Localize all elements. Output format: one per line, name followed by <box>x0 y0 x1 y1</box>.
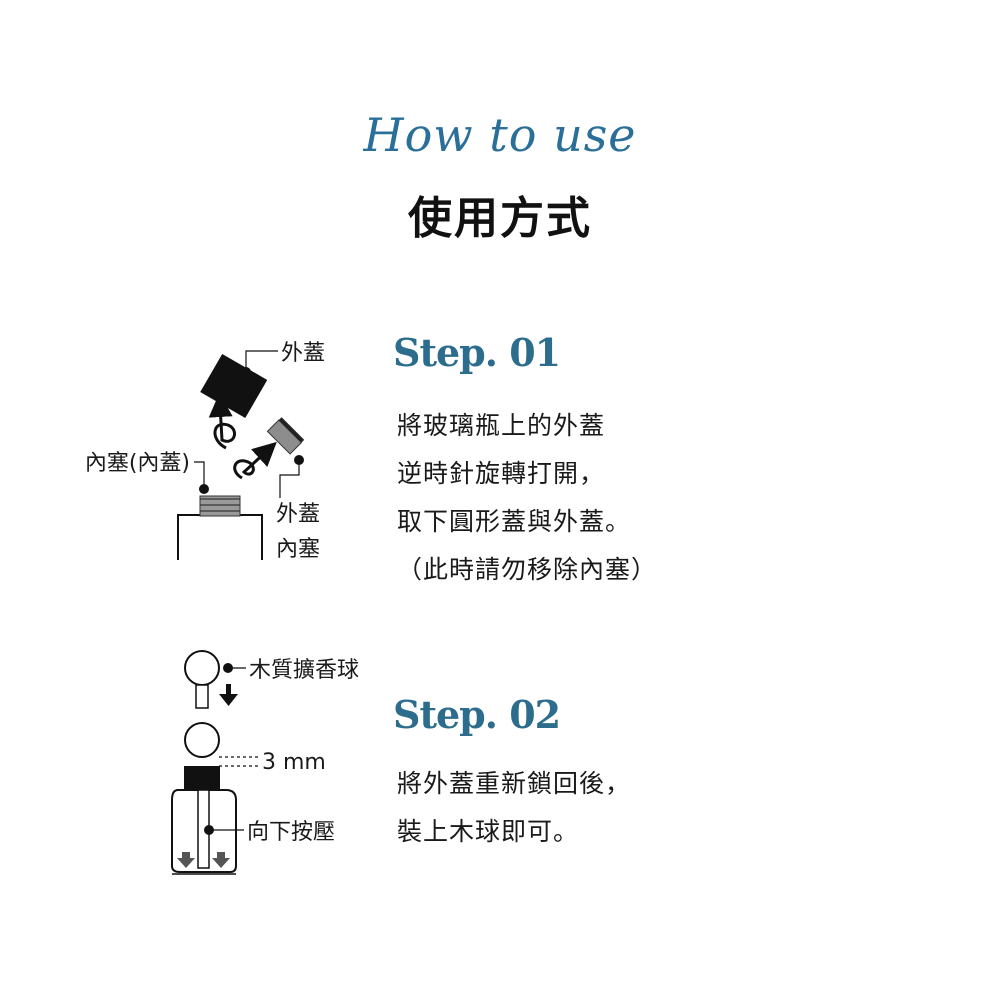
step-02-diagram: 木質擴香球 3 mm 向下按壓 <box>171 650 359 875</box>
down-arrow-icon <box>212 852 230 868</box>
down-arrow-icon <box>177 852 195 868</box>
bottle-body <box>177 514 263 560</box>
label-gap: 3 mm <box>262 750 326 775</box>
down-arrow-icon <box>219 694 238 706</box>
rotate-arrow-icon <box>233 441 277 480</box>
wooden-ball-icon <box>184 722 220 758</box>
outer-cap-icon <box>184 766 220 790</box>
step-01-line: 取下圓形蓋與外蓋。 <box>397 507 632 536</box>
step-02-heading: Step. 02 <box>393 692 561 737</box>
rotate-arrow-icon <box>208 393 237 450</box>
step-02-line: 裝上木球即可。 <box>397 817 580 846</box>
outer-cap-icon <box>200 353 268 419</box>
page-title: 使用方式 <box>408 193 592 244</box>
label-outer-cap-2: 外蓋 <box>276 502 320 527</box>
step-01-line: 將玻璃瓶上的外蓋 <box>397 411 606 440</box>
step-01-line: （此時請勿移除內塞） <box>397 555 658 584</box>
label-press-down: 向下按壓 <box>247 820 335 845</box>
inner-cap-icon <box>266 417 305 455</box>
step-02-text: 將外蓋重新鎖回後， 裝上木球即可。 <box>397 760 631 856</box>
bottle-neck-thread <box>199 495 241 517</box>
label-inner-plug: 內塞(內蓋) <box>85 451 190 476</box>
label-outer-cap: 外蓋 <box>281 341 325 366</box>
step-02-line: 將外蓋重新鎖回後， <box>397 769 632 798</box>
step-01-heading: Step. 01 <box>393 330 561 375</box>
step-01-line: 逆時針旋轉打開， <box>397 459 606 488</box>
step-01-diagram: 外蓋 內塞(內蓋) 外蓋 內塞 <box>85 341 325 562</box>
script-title: How to use <box>363 108 637 162</box>
label-wooden-ball: 木質擴香球 <box>249 658 359 683</box>
wooden-ball-icon <box>184 650 220 686</box>
label-inner-plug-2: 內塞 <box>276 537 320 562</box>
step-01-text: 將玻璃瓶上的外蓋 逆時針旋轉打開， 取下圓形蓋與外蓋。 （此時請勿移除內塞） <box>397 402 657 594</box>
